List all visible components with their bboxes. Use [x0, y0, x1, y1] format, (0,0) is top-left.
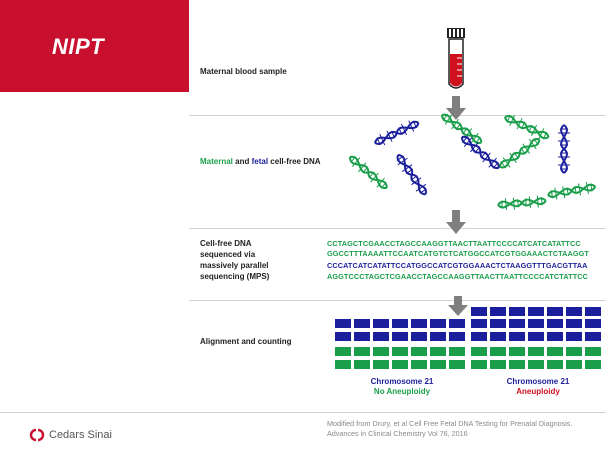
maternal-word: Maternal: [200, 157, 233, 166]
chromosome-label: Chromosome 21: [370, 377, 434, 386]
maternal-dna-helix: [501, 110, 553, 144]
fetal-dna-helix: [392, 150, 432, 199]
title-banner: [0, 0, 189, 92]
seq-label-line: massively parallel: [200, 261, 269, 270]
down-arrow-icon: [446, 96, 466, 120]
status-no-aneuploidy: No Aneuploidy: [373, 387, 431, 396]
citation-text: Modified from Drury, et al Cell Free Fet…: [327, 419, 573, 438]
fetal-dna-helix: [371, 116, 423, 150]
seq-label-line: Cell-free DNA: [200, 239, 252, 248]
chromosome-label: Chromosome 21: [506, 377, 570, 386]
cell-free-dna-word: cell-free DNA: [270, 157, 321, 166]
seq-label-line: sequencing (MPS): [200, 272, 270, 281]
logo-wordmark: Cedars Sinai: [49, 429, 112, 441]
cedars-sinai-logo-icon: [29, 428, 45, 442]
divider: [189, 228, 606, 229]
down-arrow-icon: [448, 296, 468, 316]
sequence-read-maternal: AGGTCCCTAGCTCGAACCTAGCCAAGGTTAACTTAATTCC…: [327, 272, 588, 281]
maternal-dna-helix: [437, 109, 486, 149]
alignment-blocks: [335, 307, 601, 369]
and-word: and: [235, 157, 250, 166]
normal-chromosome-blocks: [335, 319, 465, 369]
sequence-read-fetal: CCCATCATCATATTCCATGGCCATCGTGGAAACTCTAAGG…: [327, 261, 588, 270]
result-aneuploid-caption: Chromosome 21 Aneuploidy: [471, 377, 605, 397]
maternal-dna-helix: [545, 179, 598, 202]
down-arrow-icon: [446, 210, 466, 234]
status-aneuploidy: Aneuploidy: [516, 387, 560, 396]
step-sequencing-label: Cell-free DNA sequenced via massively pa…: [200, 238, 269, 282]
maternal-dna-helix: [496, 193, 548, 210]
step-alignment-label: Alignment and counting: [200, 337, 292, 346]
page-title: NIPT: [52, 34, 105, 59]
divider: [189, 115, 606, 116]
maternal-dna-helix: [495, 133, 544, 173]
result-normal-caption: Chromosome 21 No Aneuploidy: [335, 377, 469, 397]
sequence-read-maternal: GGCCTTTAAAATTCCAATCATGTCTCATGGCCATCGTGGA…: [327, 249, 589, 258]
footer-divider: [0, 412, 606, 413]
aneuploid-chromosome-blocks: [471, 307, 601, 369]
seq-label-line: sequenced via: [200, 250, 256, 259]
divider: [189, 300, 606, 301]
fetal-word: fetal: [251, 157, 269, 166]
sequence-read-maternal: CCTAGCTCGAACCTAGCCAAGGTTAACTTAATTCCCCATC…: [327, 239, 581, 248]
dna-fragments-illustration: [345, 109, 598, 210]
step-cell-free-dna-label: Maternal and fetal cell-free DNA: [200, 156, 321, 167]
maternal-dna-helix: [345, 151, 392, 194]
step-blood-sample-label: Maternal blood sample: [200, 67, 287, 76]
fetal-dna-helix: [557, 124, 571, 174]
blood-tube-icon: [447, 28, 465, 89]
